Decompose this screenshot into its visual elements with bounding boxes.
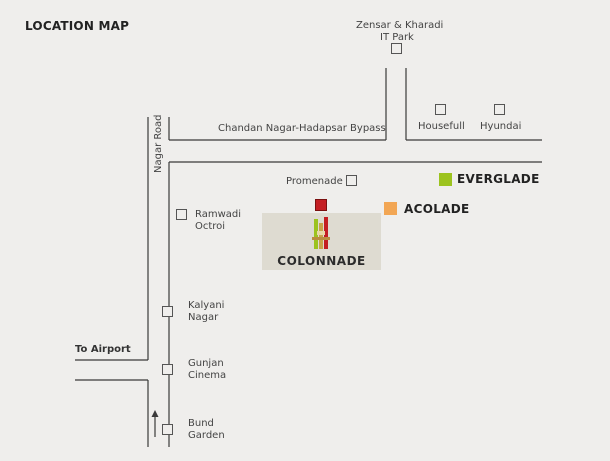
colonnade-logo-tile: COLONNADE: [262, 213, 381, 270]
ramwadi-label-line1: Ramwadi: [195, 209, 242, 220]
hyundai-label: Hyundai: [480, 121, 522, 132]
nagar-road-label: Nagar Road: [153, 114, 164, 173]
to-airport-label: To Airport: [75, 344, 131, 355]
bund-label-line2: Garden: [188, 430, 225, 441]
kalyani-landmark-icon: [162, 306, 173, 317]
hyundai-landmark-icon: [494, 104, 505, 115]
zensar-label-line2: IT Park: [380, 32, 414, 43]
map-title: LOCATION MAP: [25, 19, 130, 33]
gunjan-label-line2: Cinema: [188, 370, 227, 381]
housefull-landmark-icon: [435, 104, 446, 115]
zensar-landmark-icon: [391, 43, 402, 54]
ramwadi-label-line2: Octroi: [195, 221, 226, 232]
promenade-label: Promenade: [286, 176, 343, 187]
colonnade-location-marker: [315, 199, 327, 211]
kalyani-label-line2: Nagar: [188, 312, 219, 323]
bund-landmark-icon: [162, 424, 173, 435]
zensar-label-line1: Zensar & Kharadi: [356, 20, 444, 31]
housefull-label: Housefull: [418, 121, 465, 132]
colonnade-name: COLONNADE: [277, 254, 366, 268]
colonnade-logo-icon: [312, 217, 330, 249]
everglade-legend-label: EVERGLADE: [457, 172, 540, 186]
ramwadi-landmark-icon: [176, 209, 187, 220]
kalyani-label-line1: Kalyani: [188, 300, 225, 311]
bund-label-line1: Bund: [188, 418, 214, 429]
everglade-legend-swatch: [439, 173, 452, 186]
gunjan-landmark-icon: [162, 364, 173, 375]
acolade-legend-label: ACOLADE: [404, 202, 470, 216]
acolade-legend-swatch: [384, 202, 397, 215]
bypass-road-label: Chandan Nagar-Hadapsar Bypass: [218, 123, 386, 134]
north-arrow-icon: [151, 410, 159, 437]
promenade-landmark-icon: [346, 175, 357, 186]
gunjan-label-line1: Gunjan: [188, 358, 224, 369]
